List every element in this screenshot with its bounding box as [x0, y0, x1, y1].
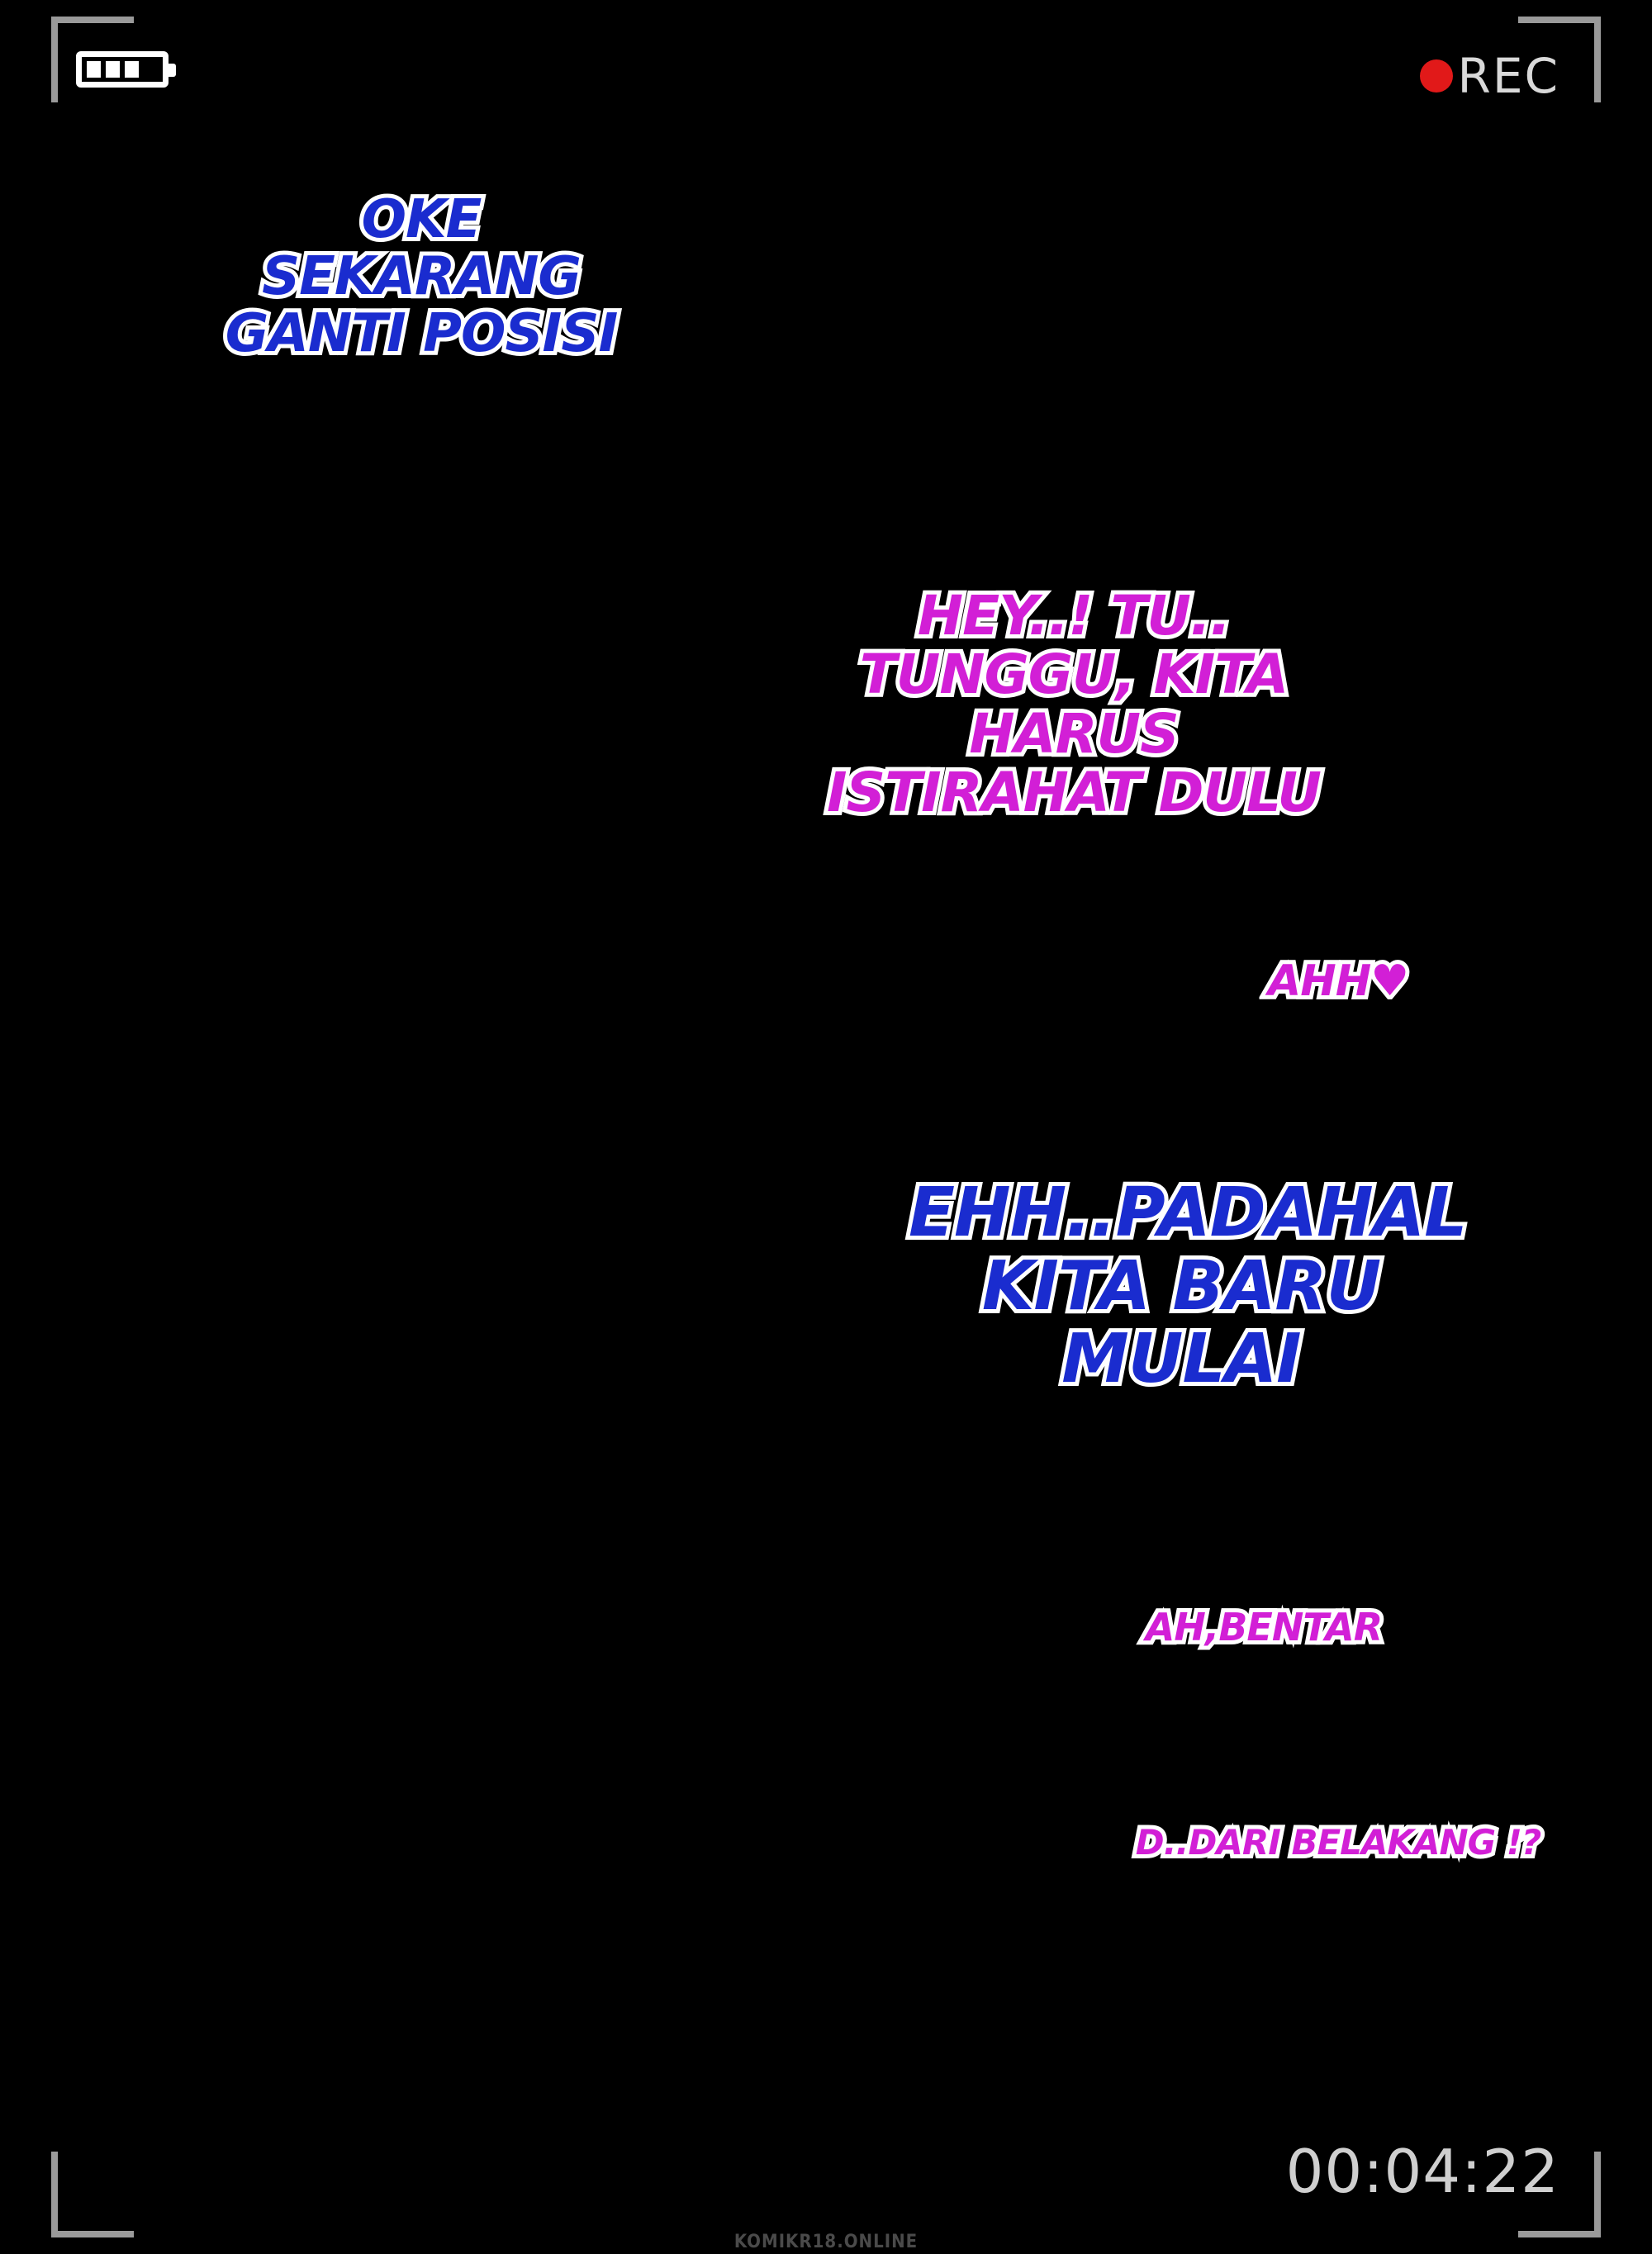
rec-label: REC [1457, 48, 1559, 104]
battery-cell [125, 61, 139, 78]
dialogue-text: HEY..! TU.. TUNGGU, KITA HARUS ISTIRAHAT… [823, 582, 1326, 826]
watermark: KOMIKR18.ONLINE [733, 2232, 919, 2252]
rec-indicator: REC [1419, 48, 1559, 104]
frame-corner-bottom-left [51, 2152, 134, 2237]
battery-cell [144, 61, 158, 78]
frame-corner-top-right [1518, 17, 1601, 102]
dialogue-text: AHH♥ [1264, 954, 1413, 1008]
record-dot-icon [1419, 59, 1453, 93]
frame-corner-top-left [51, 17, 134, 102]
timecode: 00:04:22 [1285, 2137, 1559, 2206]
dialogue-text: AH,BENTAR [1142, 1602, 1387, 1651]
battery-cell [106, 61, 120, 78]
dialogue-text: D..DARI BELAKANG !? [1132, 1820, 1546, 1866]
battery-cell [87, 61, 101, 78]
dialogue-text: OKE SEKARANG GANTI POSISI [221, 187, 623, 366]
dialogue-text: EHH..PADAHAL KITA BARU MULAI [904, 1172, 1471, 1400]
battery-icon [76, 51, 176, 88]
frame-corner-bottom-right [1518, 2152, 1601, 2237]
